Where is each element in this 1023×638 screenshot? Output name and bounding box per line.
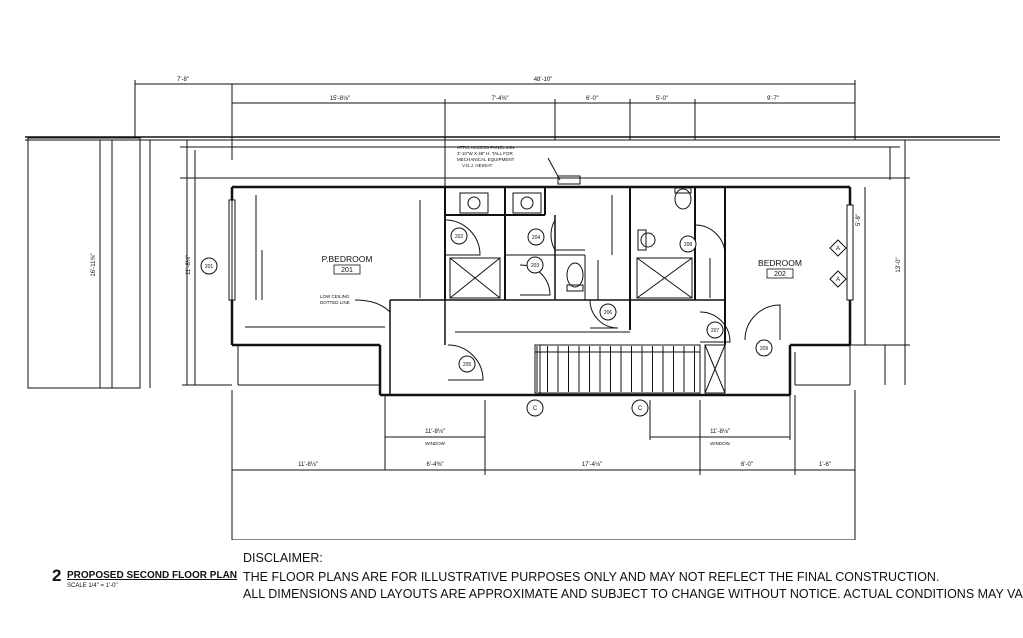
room-name-bedroom: BEDROOM <box>758 258 802 268</box>
dim-window-1: 11'-8⅛" <box>425 429 445 435</box>
attic-note-4: V.O.J. HEIGHT <box>462 163 493 168</box>
door-tag: 202 <box>455 234 464 240</box>
attic-note-2: 3'-10"W X 48" H. TALL FOR <box>457 151 513 156</box>
dim-top-4: 5'-0" <box>656 96 668 102</box>
dim-window-2: 11'-8⅛" <box>710 429 730 435</box>
dim-bottom-4: 6'-0" <box>741 462 753 468</box>
room-number-202: 202 <box>774 271 786 278</box>
door-tag: 203 <box>531 263 540 269</box>
ceiling-note-2: DOTTED LINE <box>320 300 350 305</box>
drawing-scale: SCALE 1/4" = 1'-0" <box>67 583 118 589</box>
dim-top-1: 15'-8⅛" <box>330 96 350 102</box>
wall-tag: 201 <box>205 264 214 270</box>
dim-top-5: 9'-7" <box>767 96 779 102</box>
dim-bottom-5: 1'-6" <box>819 462 831 468</box>
door-tag: 205 <box>463 362 472 368</box>
dim-right-small: 5'-8" <box>856 214 862 226</box>
dim-top-3: 6'-0" <box>586 96 598 102</box>
door-tag: 207 <box>711 328 720 334</box>
door-tag: 209 <box>760 346 769 352</box>
floor-plan-drawing: P.BEDROOM 201 BEDROOM 202 ATTIC ACCESS P… <box>25 77 1000 540</box>
drawing-number: 2 <box>52 566 62 585</box>
dim-left-inner: 11'-8⅛" <box>186 255 192 275</box>
dim-bottom-3: 17'-4⅛" <box>582 462 602 468</box>
dim-bottom-2: 6'-4⅜" <box>427 462 444 468</box>
window-label: WINDOW <box>425 441 445 446</box>
window-tag: C <box>638 406 643 412</box>
dim-left-overhang: 7'-8" <box>177 77 189 83</box>
dim-left-overall: 16'-11⅜" <box>91 253 97 276</box>
door-tag: 208 <box>684 242 693 248</box>
window-tag: C <box>533 406 538 412</box>
attic-note-3: MECHANICAL EQUIPMENT <box>457 157 515 162</box>
dim-right-overall: 13'-0" <box>896 257 902 272</box>
attic-note-1: ATTIC ACCESS PANEL MIN. <box>457 145 515 150</box>
dim-overall-top: 48'-10" <box>534 77 553 83</box>
disclaimer-title: DISCLAIMER: <box>243 551 323 565</box>
room-name-pbedroom: P.BEDROOM <box>322 254 373 264</box>
dim-top-2: 7'-4⅜" <box>492 96 509 102</box>
disclaimer-line-2: ALL DIMENSIONS AND LAYOUTS ARE APPROXIMA… <box>243 587 1023 601</box>
disclaimer-line-1: THE FLOOR PLANS ARE FOR ILLUSTRATIVE PUR… <box>243 570 940 584</box>
room-number-201: 201 <box>341 267 353 274</box>
window-label: WINDOW <box>710 441 730 446</box>
window-tag: A <box>836 277 840 283</box>
drawing-title: PROPOSED SECOND FLOOR PLAN <box>67 570 238 581</box>
ceiling-note-1: LOW CEILING <box>320 294 350 299</box>
door-tag: 206 <box>604 310 613 316</box>
window-tag: A <box>836 246 840 252</box>
door-tag: 204 <box>532 235 541 241</box>
dim-bottom-1: 11'-8⅛" <box>298 462 318 468</box>
